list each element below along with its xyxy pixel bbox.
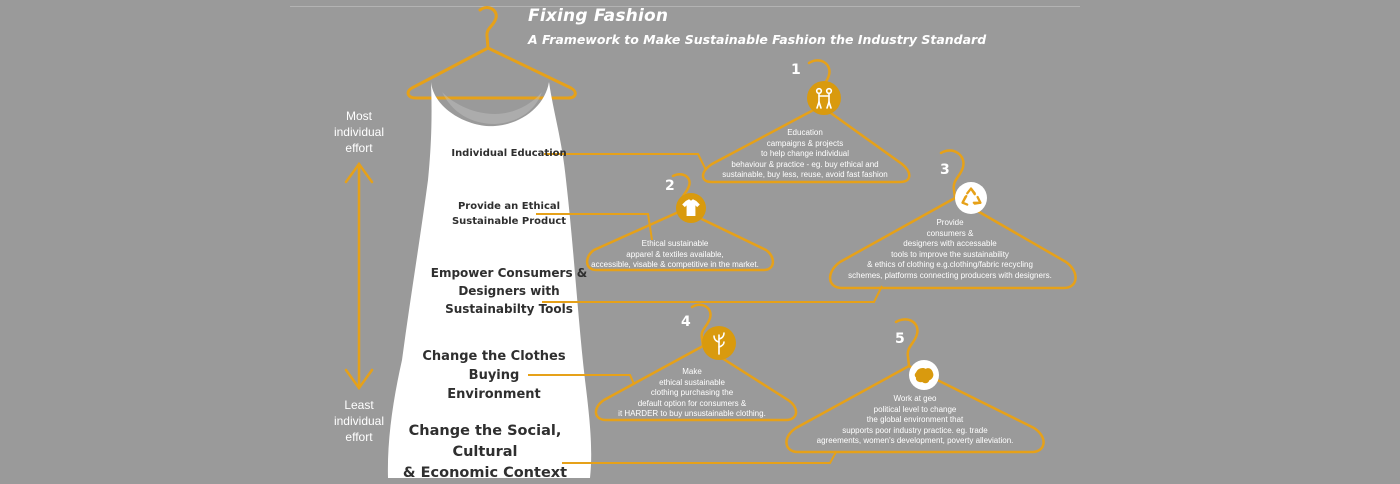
description-line: it HARDER to buy unsustainable clothing.: [592, 409, 792, 420]
step-number-4: 4: [681, 314, 691, 330]
axis-top-line: effort: [319, 140, 399, 156]
description-line: designers with accessable: [830, 239, 1070, 250]
axis-label-most-effort: Most individual effort: [319, 108, 399, 156]
axis-top-line: individual: [319, 124, 399, 140]
description-line: ethical sustainable: [592, 378, 792, 389]
description-line: schemes, platforms connecting producers …: [830, 271, 1070, 282]
level-label: Sustainabilty Tools: [428, 300, 590, 318]
recycle-icon: [955, 182, 987, 214]
description-line: sustainable, buy less, reuse, avoid fast…: [700, 170, 910, 181]
description-line: Work at geo: [785, 394, 1045, 405]
plant-icon: [702, 326, 736, 360]
level-empower-consumers: Empower Consumers & Designers with Susta…: [428, 264, 590, 318]
step-5-description: Work at geo political level to change th…: [785, 394, 1045, 447]
description-line: default option for consumers &: [592, 399, 792, 410]
step-number-1: 1: [791, 62, 801, 78]
level-individual-education: Individual Education: [436, 147, 582, 160]
axis-bottom-line: Least: [319, 397, 399, 413]
description-line: Provide: [830, 218, 1070, 229]
level-label: Environment: [404, 385, 584, 404]
people-icon: [807, 81, 841, 115]
level-label: Change the Clothes Buying: [404, 347, 584, 385]
level-label: Sustainable Product: [436, 214, 582, 229]
page-subtitle: A Framework to Make Sustainable Fashion …: [528, 32, 986, 47]
level-label: Provide an Ethical: [436, 199, 582, 214]
description-line: supports poor industry practice. eg. tra…: [785, 426, 1045, 437]
page-title: Fixing Fashion: [528, 6, 668, 26]
level-buying-environment: Change the Clothes Buying Environment: [404, 347, 584, 404]
description-line: consumers &: [830, 229, 1070, 240]
description-line: Make: [592, 367, 792, 378]
step-number-3: 3: [940, 162, 950, 178]
level-label: Individual Education: [436, 147, 582, 160]
level-social-context: Change the Social, Cultural & Economic C…: [385, 421, 585, 484]
description-line: accessible, visable & competitive in the…: [580, 260, 770, 271]
level-label: & Economic Context: [385, 463, 585, 484]
description-line: clothing purchasing the: [592, 388, 792, 399]
tshirt-icon: [676, 193, 706, 223]
level-label: Change the Social, Cultural: [385, 421, 585, 463]
level-ethical-product: Provide an Ethical Sustainable Product: [436, 199, 582, 229]
description-line: apparel & textiles available,: [580, 250, 770, 261]
step-1-description: Education campaigns & projects to help c…: [700, 128, 910, 181]
step-number-5: 5: [895, 331, 905, 347]
description-line: Education: [700, 128, 910, 139]
description-line: the global environment that: [785, 415, 1045, 426]
connector-5: [562, 452, 836, 463]
step-number-2: 2: [665, 178, 675, 194]
description-line: Ethical sustainable: [580, 239, 770, 250]
axis-top-line: Most: [319, 108, 399, 124]
step-2-description: Ethical sustainable apparel & textiles a…: [580, 239, 770, 271]
description-line: behaviour & practice - eg. buy ethical a…: [700, 160, 910, 171]
description-line: & ethics of clothing e.g.clothing/fabric…: [830, 260, 1070, 271]
level-label: Empower Consumers &: [428, 264, 590, 282]
effort-axis-arrow: [346, 164, 372, 388]
description-line: campaigns & projects: [700, 139, 910, 150]
description-line: agreements, women's development, poverty…: [785, 436, 1045, 447]
description-line: political level to change: [785, 405, 1045, 416]
globe-icon: [909, 360, 939, 390]
level-label: Designers with: [428, 282, 590, 300]
step-4-description: Make ethical sustainable clothing purcha…: [592, 367, 792, 420]
description-line: to help change individual: [700, 149, 910, 160]
connector-3: [542, 286, 882, 302]
step-3-description: Provide consumers & designers with acces…: [830, 218, 1070, 281]
description-line: tools to improve the sustainability: [830, 250, 1070, 261]
